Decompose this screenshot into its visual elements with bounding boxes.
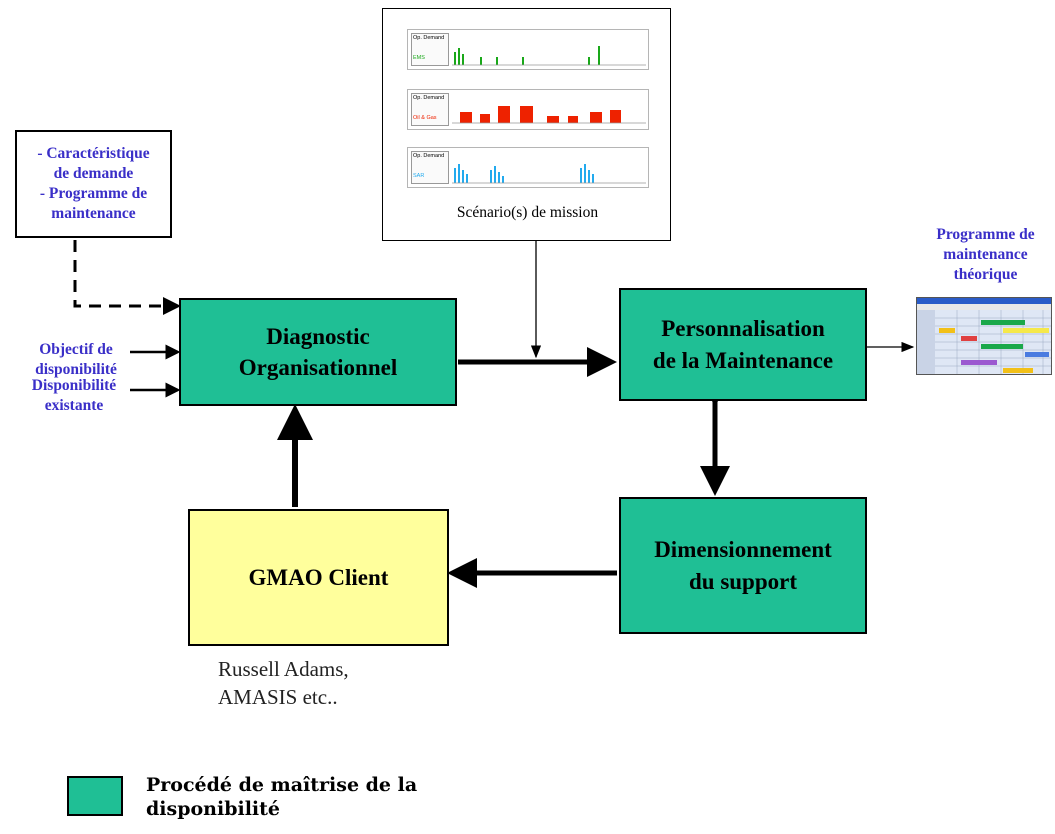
mission-label-text: EMS [413,55,425,62]
mission-caption: Scénario(s) de mission [456,204,599,221]
client-examples: Russell Adams, AMASIS etc.. [218,655,349,712]
client-label: GMAO Client [248,564,389,590]
ems-bars [452,46,646,66]
dispo-label-line1: Disponibilité [31,377,117,394]
mission-panel-sar: Op. Demand SAR [407,147,649,188]
mission-label-text: SAR [413,173,425,180]
legend-line1: Procédé de maîtrise de la [146,774,418,796]
legend-line2: disponibilité [146,797,280,820]
mission-scenarios-panel: Op. Demand EMS Op. Demand Oil & Gas [382,8,671,241]
programme-theorique-label: Programme de maintenance théorique [918,225,1053,285]
mission-panel-ems: Op. Demand EMS [407,29,649,70]
maintenance-schedule-thumbnail [916,297,1052,375]
mission-tag-text: Op. Demand [413,153,445,159]
mission-panel-tag: Op. Demand EMS [411,33,449,66]
mission-label-text: Oil & Gas [413,115,437,122]
programme-line3: théorique [953,266,1018,284]
sar-bars [452,164,646,184]
demand-inputs-box: - Caractéristique de demande - Programme… [15,130,172,238]
client-examples-line1: Russell Adams, [218,657,349,681]
dim-line2: du support [688,568,798,594]
mission-tag-text: Op. Demand [413,35,445,41]
mission-panel-tag: Op. Demand SAR [411,151,449,184]
oilgas-bars [452,106,646,124]
dispo-label: Disponibilité existante [18,376,130,416]
inputs-line-4: maintenance [51,205,136,223]
perso-line2: de la Maintenance [652,347,834,373]
diagnostic-process-box: Diagnostic Organisationnel [179,298,457,406]
dispo-label-line2: existante [44,397,104,415]
gmao-client-box: GMAO Client [188,509,449,646]
mission-panel-tag: Op. Demand Oil & Gas [411,93,449,126]
dim-line1: Dimensionnement [654,537,832,563]
inputs-line-2: de demande [53,164,134,182]
dashed-input-arrow [73,240,181,315]
mission-tag-text: Op. Demand [413,95,445,101]
inputs-line-1: - Caractéristique [37,144,150,162]
dimensionnement-process-box: Dimensionnement du support [619,497,867,634]
legend-text: Procédé de maîtrise de la disponibilité [146,774,417,822]
perso-line1: Personnalisation [661,316,825,342]
mission-panel-oilgas: Op. Demand Oil & Gas [407,89,649,130]
programme-line2: maintenance [943,246,1028,264]
objectif-label: Objectif de disponibilité [20,340,132,380]
diagnostic-line2: Organisationnel [238,355,398,380]
personnalisation-process-box: Personnalisation de la Maintenance [619,288,867,401]
objectif-label-line2: disponibilité [35,361,117,379]
schedule-thumbnail-graphic [917,298,1051,374]
programme-line1: Programme de [936,226,1035,243]
inputs-line-3: - Programme de [39,185,148,202]
client-examples-line2: AMASIS etc.. [218,685,338,710]
diagnostic-line1: Diagnostic [266,323,370,349]
legend-swatch [67,776,123,816]
objectif-label-line1: Objectif de [39,341,113,358]
